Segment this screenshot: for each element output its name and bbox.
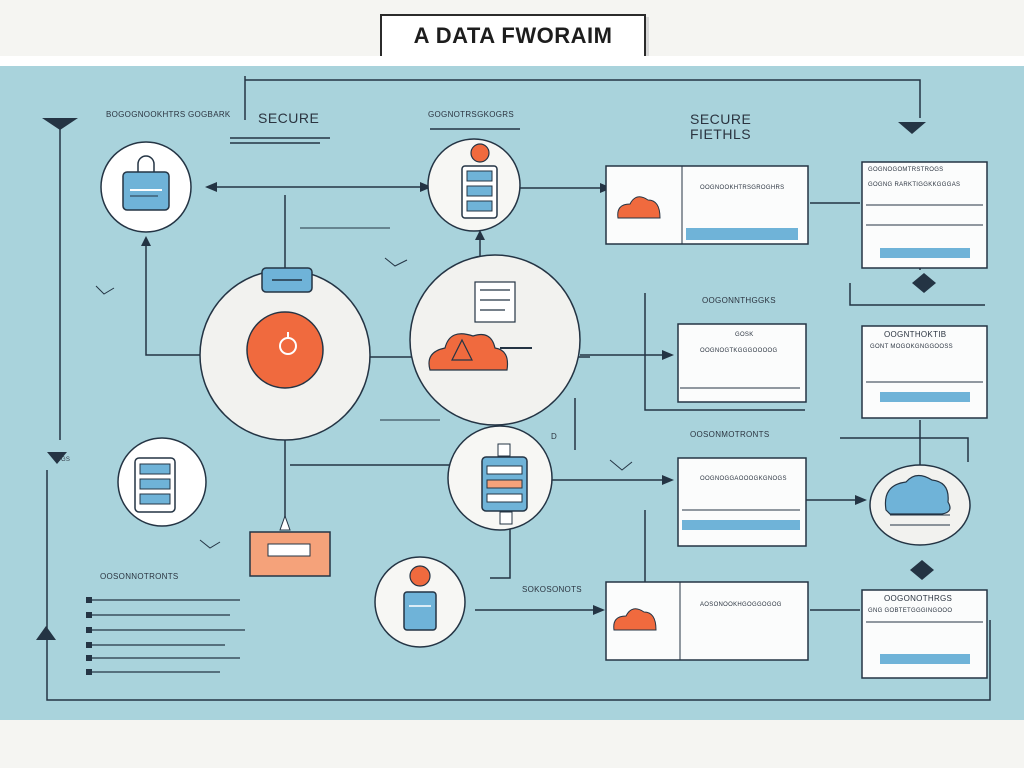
panel-top-right	[605, 165, 809, 245]
document-icon	[474, 281, 532, 349]
label-secure-left: SECURE	[258, 110, 320, 126]
panel-lower-right	[677, 457, 807, 547]
server-icon	[481, 443, 528, 525]
panel-1-text: OOGNOOKHTRSGROGHRS	[700, 185, 785, 191]
bottom-band	[0, 720, 1024, 768]
gear-lock-icon	[279, 332, 297, 355]
panel-far-right-2	[861, 325, 988, 419]
bottom-border-line	[46, 470, 991, 701]
folder-icon	[403, 565, 437, 631]
funnel-top-right	[898, 122, 926, 134]
panel-2-text: OOGNOGTKGGGOOOOG	[700, 348, 778, 354]
label-left-list-header: OOSONNOTRONTS	[100, 572, 179, 581]
diagram-title: A DATA FWORAIM	[380, 14, 646, 58]
arrow-to-panel-3	[593, 605, 605, 615]
diagram-title-text: A DATA FWORAIM	[413, 23, 613, 48]
connector-right-bracket	[849, 283, 985, 306]
arrow-to-lock	[205, 182, 217, 192]
panel-3-text: OOGNOGGAOOOGKGNOGS	[700, 476, 787, 482]
cloud-alert-icon	[428, 333, 509, 371]
lock-icon	[122, 155, 170, 211]
label-secure-fields: SECURE FIETHLS	[690, 111, 752, 142]
label-right-panel-3: OOGONOTHRGS	[884, 594, 953, 603]
label-small-tag: GGS	[56, 457, 71, 463]
connector-cloud-right	[840, 437, 969, 462]
diamond-right-1	[912, 273, 936, 293]
label-mid-header: OOGONNTHGGKS	[702, 296, 776, 305]
decorative-strokes	[95, 227, 633, 549]
arrow-up-db	[475, 230, 485, 240]
arrow-to-cloud-right	[855, 495, 867, 505]
database-icon	[461, 143, 498, 219]
label-right-panel-1: GOGNOGOMTRSTROGS	[868, 167, 944, 173]
label-right-panel-1-sub: GOGNG RARKTIGGKKGGGAS	[868, 182, 961, 188]
cloud-node	[409, 254, 581, 426]
connector-server-folder	[490, 525, 511, 579]
top-band	[0, 56, 1024, 66]
central-core	[246, 311, 324, 389]
funnel-top-left	[42, 118, 78, 130]
label-top-left: BOGOGNOOKHTRS GOGBARK	[106, 110, 231, 119]
right-cloud-icon	[884, 474, 951, 526]
top-badge-icon	[261, 267, 313, 293]
panel-4-text: AOSONOOKHGOGGOGOG	[700, 602, 782, 608]
funnel-bottom-left	[36, 626, 56, 640]
panel-far-right-3	[861, 589, 988, 679]
panel-bottom-right	[605, 581, 809, 661]
label-right-panel-2: OOGNTHOKTIB	[884, 330, 947, 339]
arrow-up-lock	[141, 236, 151, 246]
arrow-to-panel-lower	[662, 475, 674, 485]
left-list	[92, 599, 245, 673]
label-right-panel-3-sub: GNG GOBTETGGGINGOOO	[868, 608, 953, 614]
panel-mid-right	[677, 323, 807, 403]
label-lower-header: OOSONMOTRONTS	[690, 430, 770, 439]
arrow-to-db	[420, 182, 432, 192]
panel-far-right-1	[861, 161, 988, 269]
label-bottom-center: SOKOSONOTS	[522, 585, 582, 594]
arrow-to-panel-2	[662, 350, 674, 360]
label-top-center: GOGNOTRSGKOGRS	[428, 110, 514, 119]
left-list-bullets	[86, 597, 92, 675]
package-icon	[249, 514, 331, 577]
funnel-mid-left	[47, 452, 67, 464]
storage-icon	[134, 457, 176, 513]
diamond-right-2	[910, 560, 934, 580]
label-right-panel-2-sub: GONT MOGOKGNGGOOSS	[870, 344, 953, 350]
label-small-d: D	[551, 432, 558, 441]
connector-mid-bracket	[644, 293, 805, 411]
top-border-line	[245, 79, 921, 118]
label-mid-panel-sub: GOSK	[735, 332, 754, 338]
